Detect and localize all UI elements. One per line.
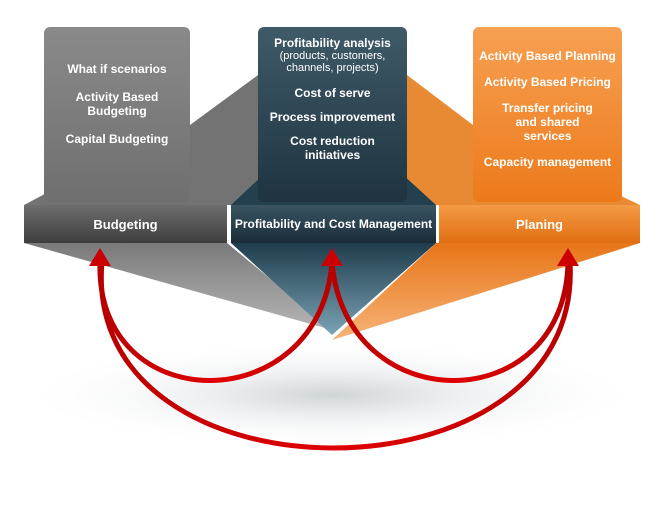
profitability-bar: Profitability and Cost Management: [231, 205, 436, 243]
profitability-analysis-label: Profitability analysis: [274, 36, 391, 50]
planing-bar: Planing: [439, 205, 640, 243]
profitability-item: Profitability analysis (products, custom…: [264, 36, 401, 74]
arc-budgeting-planing: [98, 259, 573, 451]
planing-panel: Activity Based Planning Activity Based P…: [473, 27, 622, 202]
profitability-item: Process improvement: [269, 110, 396, 124]
budgeting-panel: What if scenarios Activity Based Budgeti…: [44, 27, 190, 202]
planing-item: Capacity management: [483, 155, 612, 169]
gray-fan-top: [24, 75, 258, 205]
budgeting-bar: Budgeting: [24, 205, 227, 243]
floor-glow: [12, 340, 652, 450]
planing-item: Activity Based Pricing: [484, 75, 611, 89]
budgeting-item: Capital Budgeting: [65, 132, 169, 146]
profitability-item: Cost of serve: [294, 86, 371, 100]
arc-profit-planing: [329, 259, 571, 383]
planing-item: Transfer pricing and shared services: [502, 101, 593, 143]
arrow-heads: [89, 248, 579, 266]
orange-fan-top: [407, 75, 640, 205]
profitability-panel: Profitability analysis (products, custom…: [258, 27, 407, 202]
arrowhead-planing: [557, 248, 579, 266]
teal-fan-bottom: [231, 243, 436, 335]
arc-budgeting-profit: [97, 259, 335, 383]
arrowhead-profit: [321, 248, 343, 266]
budgeting-item: Activity Based Budgeting: [75, 90, 159, 118]
budgeting-item: What if scenarios: [67, 62, 167, 76]
feedback-arcs: [97, 259, 573, 451]
profitability-item: Cost reduction initiatives: [290, 134, 375, 162]
orange-fan-bottom: [332, 243, 640, 340]
arrowhead-budgeting: [89, 248, 111, 266]
profitability-analysis-sub: (products, customers, channels, projects…: [279, 50, 386, 74]
planing-item: Activity Based Planning: [479, 49, 616, 63]
